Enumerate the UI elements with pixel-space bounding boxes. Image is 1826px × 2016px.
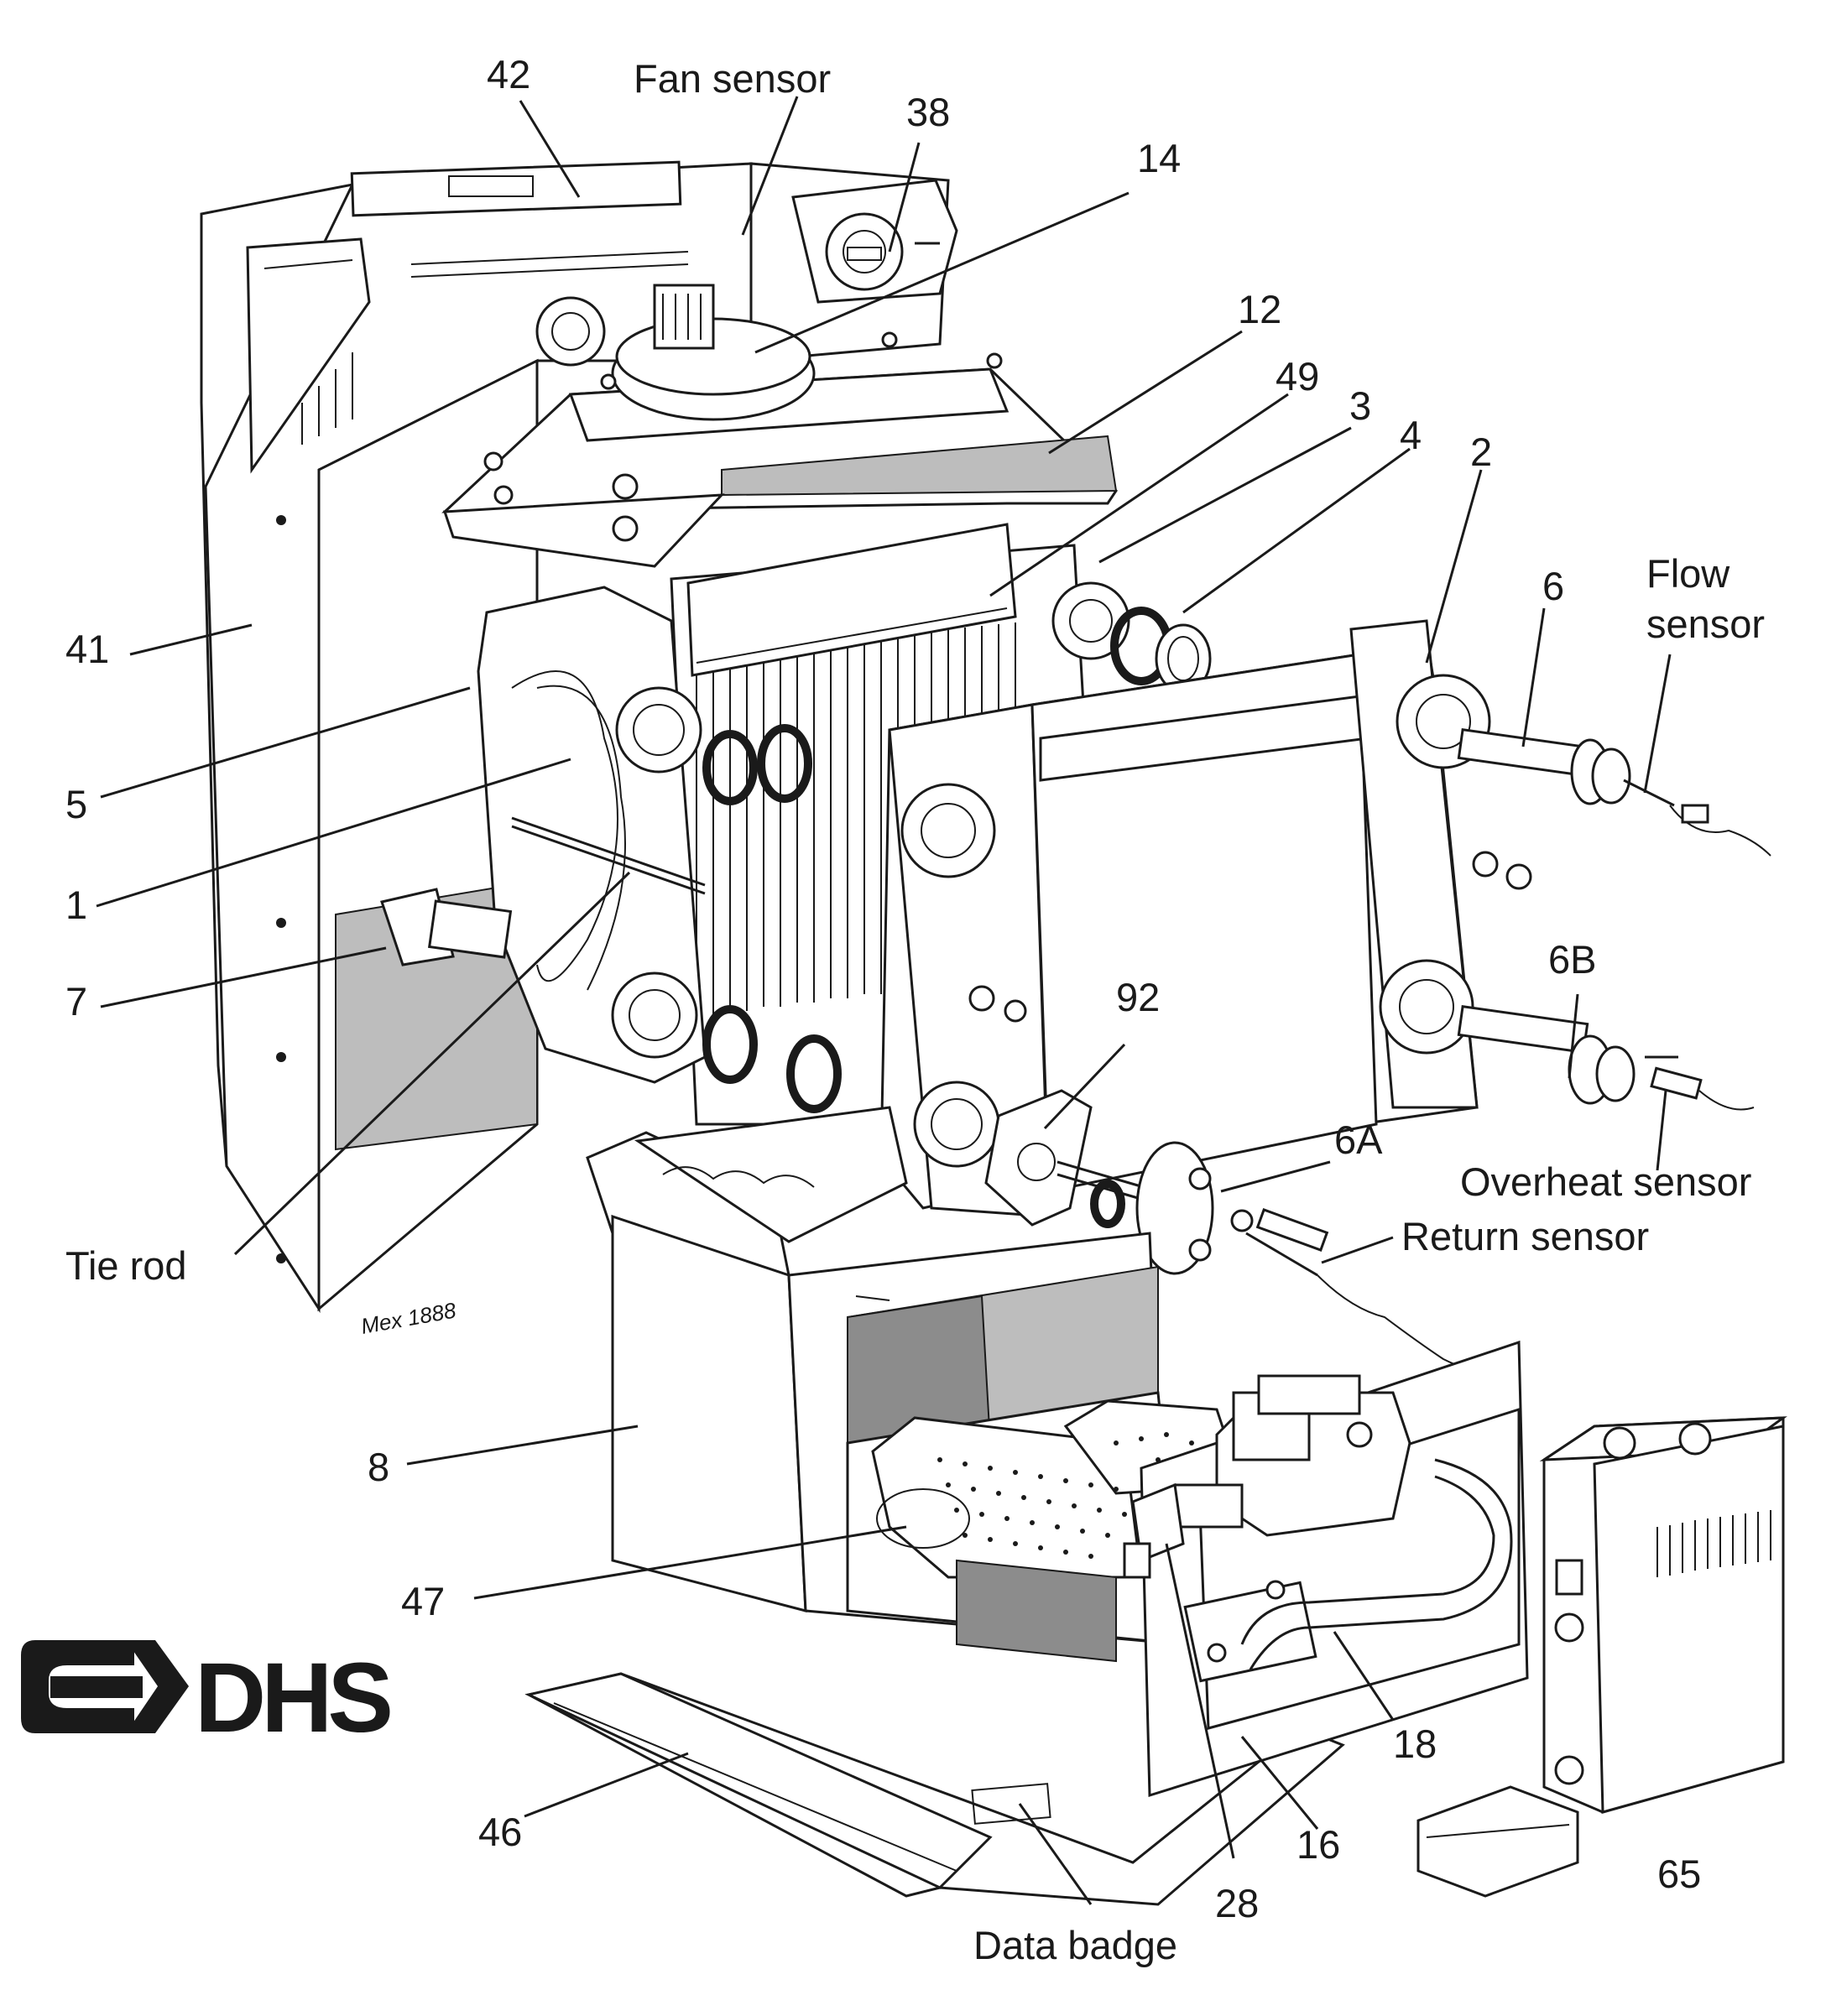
overheat-pocket-6B bbox=[1457, 1005, 1755, 1111]
label-38: 38 bbox=[906, 90, 950, 134]
label-6A: 6A bbox=[1334, 1117, 1383, 1162]
control-box-vents bbox=[1656, 1510, 1771, 1577]
label-data-badge: Data badge bbox=[973, 1923, 1177, 1967]
label-4: 4 bbox=[1400, 413, 1422, 457]
flow-pocket-6 bbox=[1457, 728, 1771, 857]
label-8: 8 bbox=[368, 1445, 389, 1489]
label-3: 3 bbox=[1349, 383, 1371, 428]
label-fan-sensor: Fan sensor bbox=[634, 56, 831, 101]
burner-47 bbox=[871, 1399, 1244, 1579]
control-box-65 bbox=[1416, 1416, 1787, 1898]
label-overheat-sensor: Overheat sensor bbox=[1460, 1159, 1751, 1204]
label-92: 92 bbox=[1116, 975, 1160, 1019]
dhs-logo: DHS bbox=[21, 1640, 395, 1753]
label-47: 47 bbox=[401, 1579, 445, 1623]
base-tray-46 bbox=[524, 1559, 1345, 1906]
label-1: 1 bbox=[65, 883, 87, 927]
front-end-section-2 bbox=[879, 619, 1532, 1218]
label-5: 5 bbox=[65, 782, 87, 826]
label-tie-rod: Tie rod bbox=[65, 1243, 187, 1288]
label-42: 42 bbox=[487, 52, 530, 96]
label-46: 46 bbox=[478, 1810, 522, 1854]
pressure-switch-38 bbox=[791, 179, 958, 304]
label-14: 14 bbox=[1137, 136, 1181, 180]
dhs-logo-text: DHS bbox=[195, 1643, 390, 1753]
label-12: 12 bbox=[1238, 287, 1281, 331]
label-2: 2 bbox=[1470, 430, 1492, 474]
label-return-sensor: Return sensor bbox=[1401, 1214, 1649, 1258]
label-18: 18 bbox=[1393, 1722, 1437, 1766]
label-7: 7 bbox=[65, 979, 87, 1024]
label-16: 16 bbox=[1296, 1822, 1340, 1867]
label-mex-1888: Mex 1888 bbox=[359, 1297, 458, 1338]
label-41: 41 bbox=[65, 627, 109, 671]
label-flow-sensor-line2: sensor bbox=[1646, 602, 1765, 646]
leader-lines bbox=[96, 96, 1672, 1905]
label-6: 6 bbox=[1542, 564, 1564, 608]
label-49: 49 bbox=[1276, 354, 1319, 399]
label-flow-sensor-line1: Flow bbox=[1646, 551, 1730, 596]
callout-labels: 42 Fan sensor 38 14 12 49 3 4 2 6 Flow s… bbox=[65, 52, 1765, 1967]
label-6B: 6B bbox=[1548, 937, 1597, 982]
label-28: 28 bbox=[1215, 1881, 1259, 1925]
gas-valve bbox=[1123, 1374, 1411, 1579]
label-65: 65 bbox=[1657, 1852, 1701, 1896]
fan-hood-12 bbox=[441, 284, 1118, 568]
baffle-49 bbox=[686, 523, 1017, 677]
